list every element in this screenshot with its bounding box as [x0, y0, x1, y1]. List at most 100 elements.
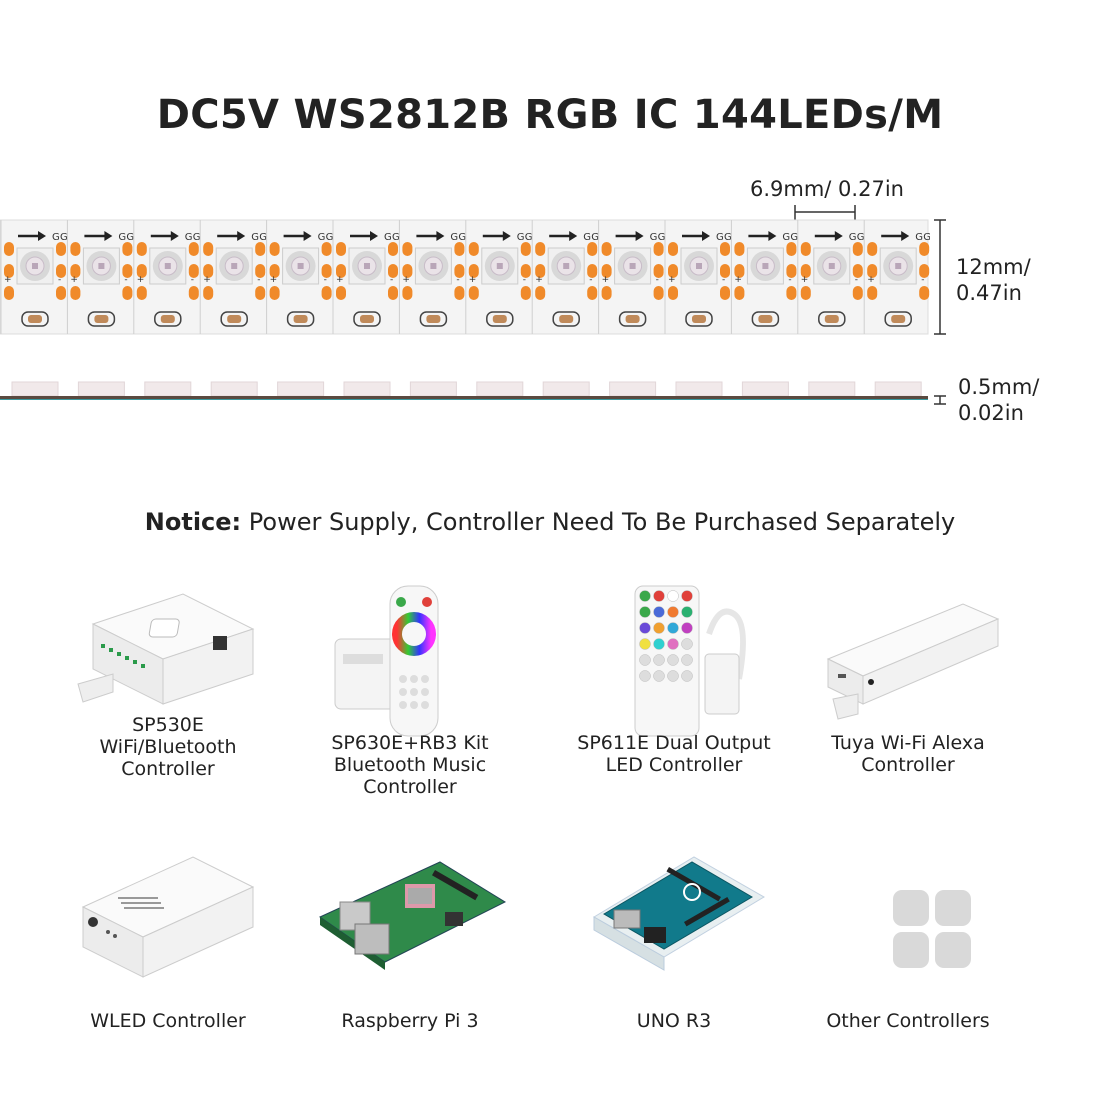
- svg-text:-: -: [324, 275, 327, 285]
- svg-text:-: -: [191, 275, 194, 285]
- led-side-profile: [874, 381, 922, 397]
- remote-button: [667, 606, 679, 618]
- svg-text:+: +: [801, 275, 809, 285]
- page-title: DC5V WS2812B RGB IC 144LEDs/M: [156, 92, 944, 138]
- remote-button: [681, 670, 693, 682]
- remote-button: [667, 622, 679, 634]
- thickness-dimension-label: 0.5mm/ 0.02in: [958, 375, 1040, 425]
- svg-text:+: +: [602, 275, 610, 285]
- svg-text:G: G: [60, 232, 68, 243]
- led-side-profile: [675, 381, 723, 397]
- svg-text:G: G: [392, 232, 400, 243]
- remote-button: [653, 654, 665, 666]
- sp611e-remote-icon: [634, 585, 746, 737]
- width-dimension-label: 12mm/ 0.47in: [956, 255, 1031, 305]
- svg-text:+: +: [70, 275, 78, 285]
- remote-button: [667, 590, 679, 602]
- led-side-profile: [11, 381, 59, 397]
- product-label: WLED Controller: [90, 1010, 246, 1032]
- pitch-dimension-line: [794, 205, 856, 220]
- svg-text:+: +: [668, 275, 676, 285]
- other-controllers-icon: [893, 890, 971, 968]
- arduino-uno-icon: [593, 856, 765, 971]
- led-side-profile: [144, 381, 192, 397]
- svg-text:-: -: [456, 275, 459, 285]
- svg-text:-: -: [788, 275, 791, 285]
- product-label: Other Controllers: [826, 1010, 990, 1032]
- svg-text:+: +: [867, 275, 875, 285]
- svg-text:G: G: [782, 232, 790, 243]
- led-side-profile: [343, 381, 391, 397]
- svg-text:-: -: [124, 275, 127, 285]
- svg-text:-: -: [523, 275, 526, 285]
- svg-text:+: +: [203, 275, 211, 285]
- wled-controller-icon: [81, 856, 255, 978]
- led-side-profile: [476, 381, 524, 397]
- sp530e-controller-icon: [77, 593, 255, 705]
- svg-text:+: +: [402, 275, 410, 285]
- svg-text:G: G: [126, 232, 134, 243]
- svg-text:+: +: [336, 275, 344, 285]
- product-uno-r3: UNO R3: [554, 842, 794, 1032]
- remote-button: [653, 622, 665, 634]
- led-side-profile: [277, 381, 325, 397]
- svg-text:G: G: [318, 232, 326, 243]
- remote-button: [653, 638, 665, 650]
- remote-button: [667, 654, 679, 666]
- product-other-controllers: Other Controllers: [788, 842, 1028, 1032]
- remote-button: [653, 606, 665, 618]
- remote-button: [681, 654, 693, 666]
- svg-text:G: G: [849, 232, 857, 243]
- remote-button: [667, 638, 679, 650]
- product-wled: WLED Controller: [48, 842, 288, 1032]
- remote-button: [639, 622, 651, 634]
- raspberry-pi-icon: [318, 861, 507, 970]
- remote-button: [653, 670, 665, 682]
- led-side-profile: [609, 381, 657, 397]
- remote-button: [639, 670, 651, 682]
- svg-text:G: G: [52, 232, 60, 243]
- svg-text:-: -: [656, 275, 659, 285]
- svg-text:G: G: [790, 232, 798, 243]
- svg-text:G: G: [591, 232, 599, 243]
- svg-text:-: -: [390, 275, 393, 285]
- remote-button: [681, 606, 693, 618]
- svg-text:-: -: [722, 275, 725, 285]
- svg-text:-: -: [589, 275, 592, 285]
- svg-text:G: G: [716, 232, 724, 243]
- svg-text:-: -: [855, 275, 858, 285]
- svg-text:G: G: [915, 232, 923, 243]
- width-dimension-line: [934, 219, 946, 335]
- svg-text:G: G: [923, 232, 930, 243]
- svg-text:+: +: [535, 275, 543, 285]
- svg-text:-: -: [257, 275, 260, 285]
- svg-text:G: G: [259, 232, 267, 243]
- svg-text:G: G: [251, 232, 259, 243]
- svg-text:G: G: [193, 232, 201, 243]
- svg-text:G: G: [583, 232, 591, 243]
- remote-button: [681, 622, 693, 634]
- remote-button: [639, 638, 651, 650]
- svg-text:+: +: [4, 275, 12, 285]
- led-side-profile: [210, 381, 258, 397]
- svg-text:G: G: [650, 232, 658, 243]
- thickness-dimension-line: [934, 395, 946, 405]
- sp630e-remote-kit-icon: [334, 585, 439, 737]
- tuya-controller-icon: [826, 603, 1000, 720]
